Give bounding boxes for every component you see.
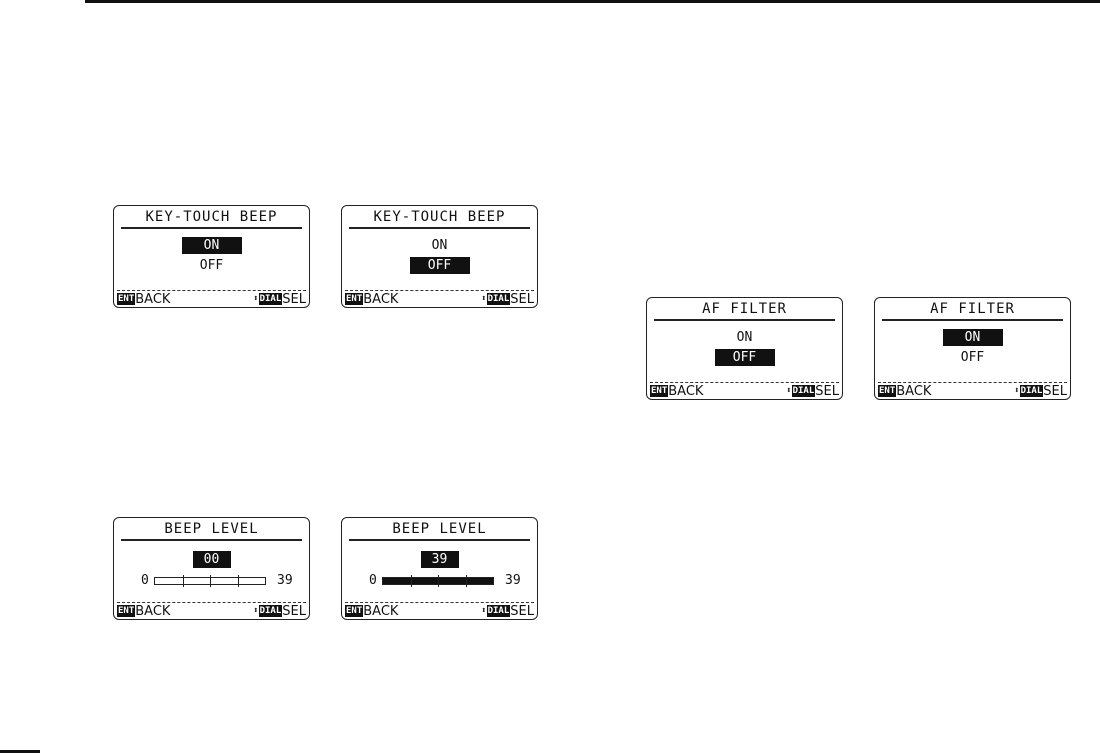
footer-divider — [345, 602, 534, 603]
level-max-label: 39 — [505, 572, 521, 589]
lcd-af-filter-off: AF FILTER ON OFF ENTBACK ⬍DIALSEL — [646, 297, 843, 400]
lcd-title: BEEP LEVEL — [121, 520, 302, 541]
level-tick — [411, 575, 412, 587]
footer-divider — [345, 290, 534, 291]
ent-key-icon: ENT — [345, 605, 363, 617]
level-max-label: 39 — [277, 572, 293, 589]
back-label: BACK — [363, 292, 398, 307]
footer-divider — [117, 602, 306, 603]
select-label: SEL — [1043, 384, 1067, 399]
select-label: SEL — [282, 292, 306, 307]
lcd-beep-level-min: BEEP LEVEL 00 0 39 ENTBACK ⬍DIALSEL — [113, 517, 310, 620]
level-bar[interactable] — [382, 577, 494, 585]
ent-key-icon: ENT — [117, 605, 135, 617]
dial-key-icon: DIAL — [259, 605, 283, 617]
select-label: SEL — [510, 292, 534, 307]
dial-key-icon: DIAL — [487, 605, 511, 617]
option-on[interactable]: ON — [182, 237, 242, 254]
option-on[interactable]: ON — [715, 329, 775, 346]
lcd-footer: ENTBACK ⬍DIALSEL — [117, 604, 306, 619]
level-min-label: 0 — [369, 572, 377, 589]
dial-key-icon: DIAL — [1020, 385, 1044, 397]
select-label: SEL — [510, 604, 534, 619]
lcd-title: KEY-TOUCH BEEP — [349, 208, 530, 229]
lcd-title: AF FILTER — [882, 300, 1063, 321]
lcd-footer: ENTBACK ⬍DIALSEL — [345, 604, 534, 619]
lcd-beep-level-max: BEEP LEVEL 39 0 39 ENTBACK ⬍DIALSEL — [341, 517, 538, 620]
lcd-title: BEEP LEVEL — [349, 520, 530, 541]
back-label: BACK — [135, 292, 170, 307]
dial-key-icon: DIAL — [259, 293, 283, 305]
select-label: SEL — [282, 604, 306, 619]
dial-key-icon: DIAL — [792, 385, 816, 397]
option-off[interactable]: OFF — [410, 257, 470, 274]
option-off[interactable]: OFF — [943, 349, 1003, 366]
ent-key-icon: ENT — [650, 385, 668, 397]
ent-key-icon: ENT — [878, 385, 896, 397]
level-tick — [210, 575, 211, 587]
option-on[interactable]: ON — [943, 329, 1003, 346]
back-label: BACK — [363, 604, 398, 619]
select-label: SEL — [815, 384, 839, 399]
lcd-af-filter-on: AF FILTER ON OFF ENTBACK ⬍DIALSEL — [874, 297, 1071, 400]
lcd-footer: ENTBACK ⬍DIALSEL — [650, 384, 839, 399]
ent-key-icon: ENT — [345, 293, 363, 305]
option-off[interactable]: OFF — [182, 257, 242, 274]
footer-divider — [878, 382, 1067, 383]
lcd-keytouch-beep-off: KEY-TOUCH BEEP ON OFF ENTBACK ⬍DIALSEL — [341, 205, 538, 308]
option-on[interactable]: ON — [410, 237, 470, 254]
footer-divider — [117, 290, 306, 291]
level-tick — [238, 575, 239, 587]
option-off[interactable]: OFF — [715, 349, 775, 366]
back-label: BACK — [135, 604, 170, 619]
lcd-keytouch-beep-on: KEY-TOUCH BEEP ON OFF ENTBACK ⬍DIALSEL — [113, 205, 310, 308]
top-rule — [85, 0, 1100, 3]
lcd-footer: ENTBACK ⬍DIALSEL — [878, 384, 1067, 399]
level-value: 39 — [421, 551, 459, 568]
back-label: BACK — [896, 384, 931, 399]
lcd-footer: ENTBACK ⬍DIALSEL — [345, 292, 534, 307]
level-tick — [438, 575, 439, 587]
level-bar[interactable] — [154, 577, 266, 585]
level-tick — [466, 575, 467, 587]
footer-divider — [650, 382, 839, 383]
level-min-label: 0 — [141, 572, 149, 589]
level-value: 00 — [193, 551, 231, 568]
lcd-title: AF FILTER — [654, 300, 835, 321]
lcd-title: KEY-TOUCH BEEP — [121, 208, 302, 229]
back-label: BACK — [668, 384, 703, 399]
ent-key-icon: ENT — [117, 293, 135, 305]
dial-key-icon: DIAL — [487, 293, 511, 305]
level-tick — [183, 575, 184, 587]
lcd-footer: ENTBACK ⬍DIALSEL — [117, 292, 306, 307]
